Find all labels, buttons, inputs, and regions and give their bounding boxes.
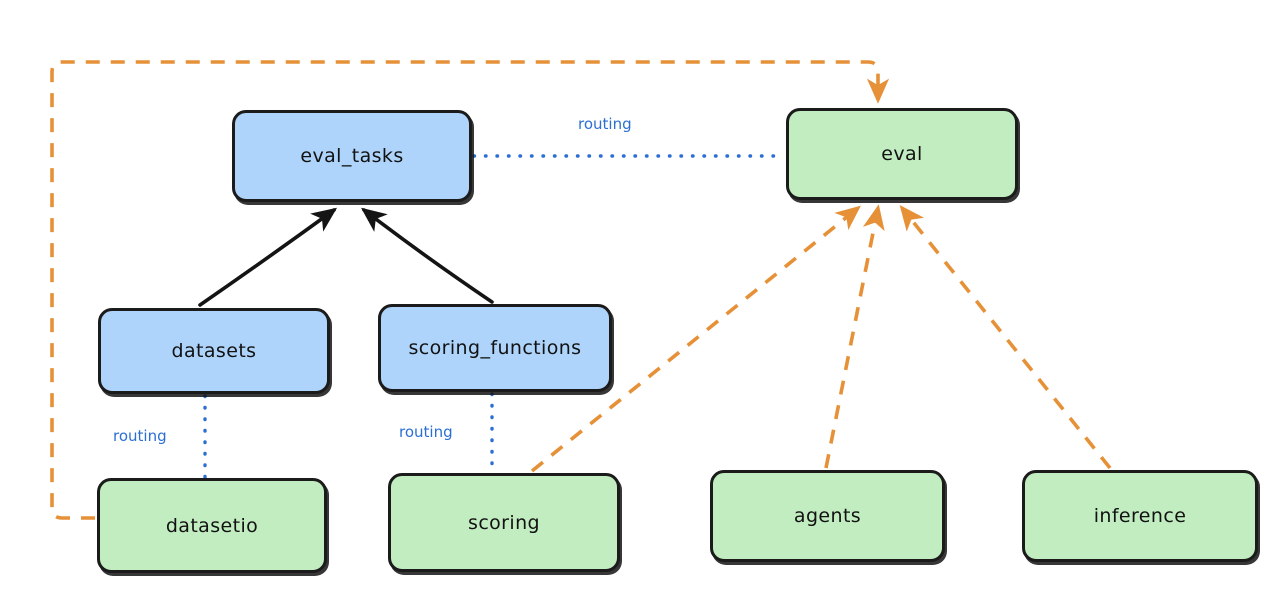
node-scoring[interactable]: scoring [388, 473, 620, 572]
node-label-inference: inference [1093, 505, 1187, 527]
node-eval[interactable]: eval [786, 108, 1018, 200]
node-label-datasetio: datasetio [165, 514, 259, 537]
edge-datasets-to-eval-tasks [198, 207, 338, 307]
node-label-scoring-functions: scoring_functions [408, 337, 582, 359]
node-datasetio[interactable]: datasetio [97, 478, 327, 573]
edge-agents-to-eval [824, 204, 885, 469]
node-label-scoring: scoring [468, 511, 540, 534]
node-datasets[interactable]: datasets [98, 308, 330, 394]
edge-label-routing-eval-tasks-eval: routing [578, 115, 632, 133]
edge-scoring-functions-to-eval-tasks [361, 207, 494, 304]
node-label-eval: eval [881, 143, 923, 165]
node-label-agents: agents [793, 505, 862, 527]
node-inference[interactable]: inference [1022, 470, 1258, 562]
edge-label-routing-datasets-datasetio: routing [113, 427, 167, 445]
node-eval-tasks[interactable]: eval_tasks [232, 110, 472, 202]
edge-inference-to-eval [899, 205, 1112, 470]
node-scoring-functions[interactable]: scoring_functions [378, 304, 612, 392]
node-label-eval-tasks: eval_tasks [300, 145, 404, 167]
node-agents[interactable]: agents [710, 470, 945, 562]
node-label-datasets: datasets [171, 340, 257, 362]
edge-scoring-to-eval [530, 205, 861, 473]
edge-label-routing-scoring-functions-scoring: routing [399, 423, 453, 441]
